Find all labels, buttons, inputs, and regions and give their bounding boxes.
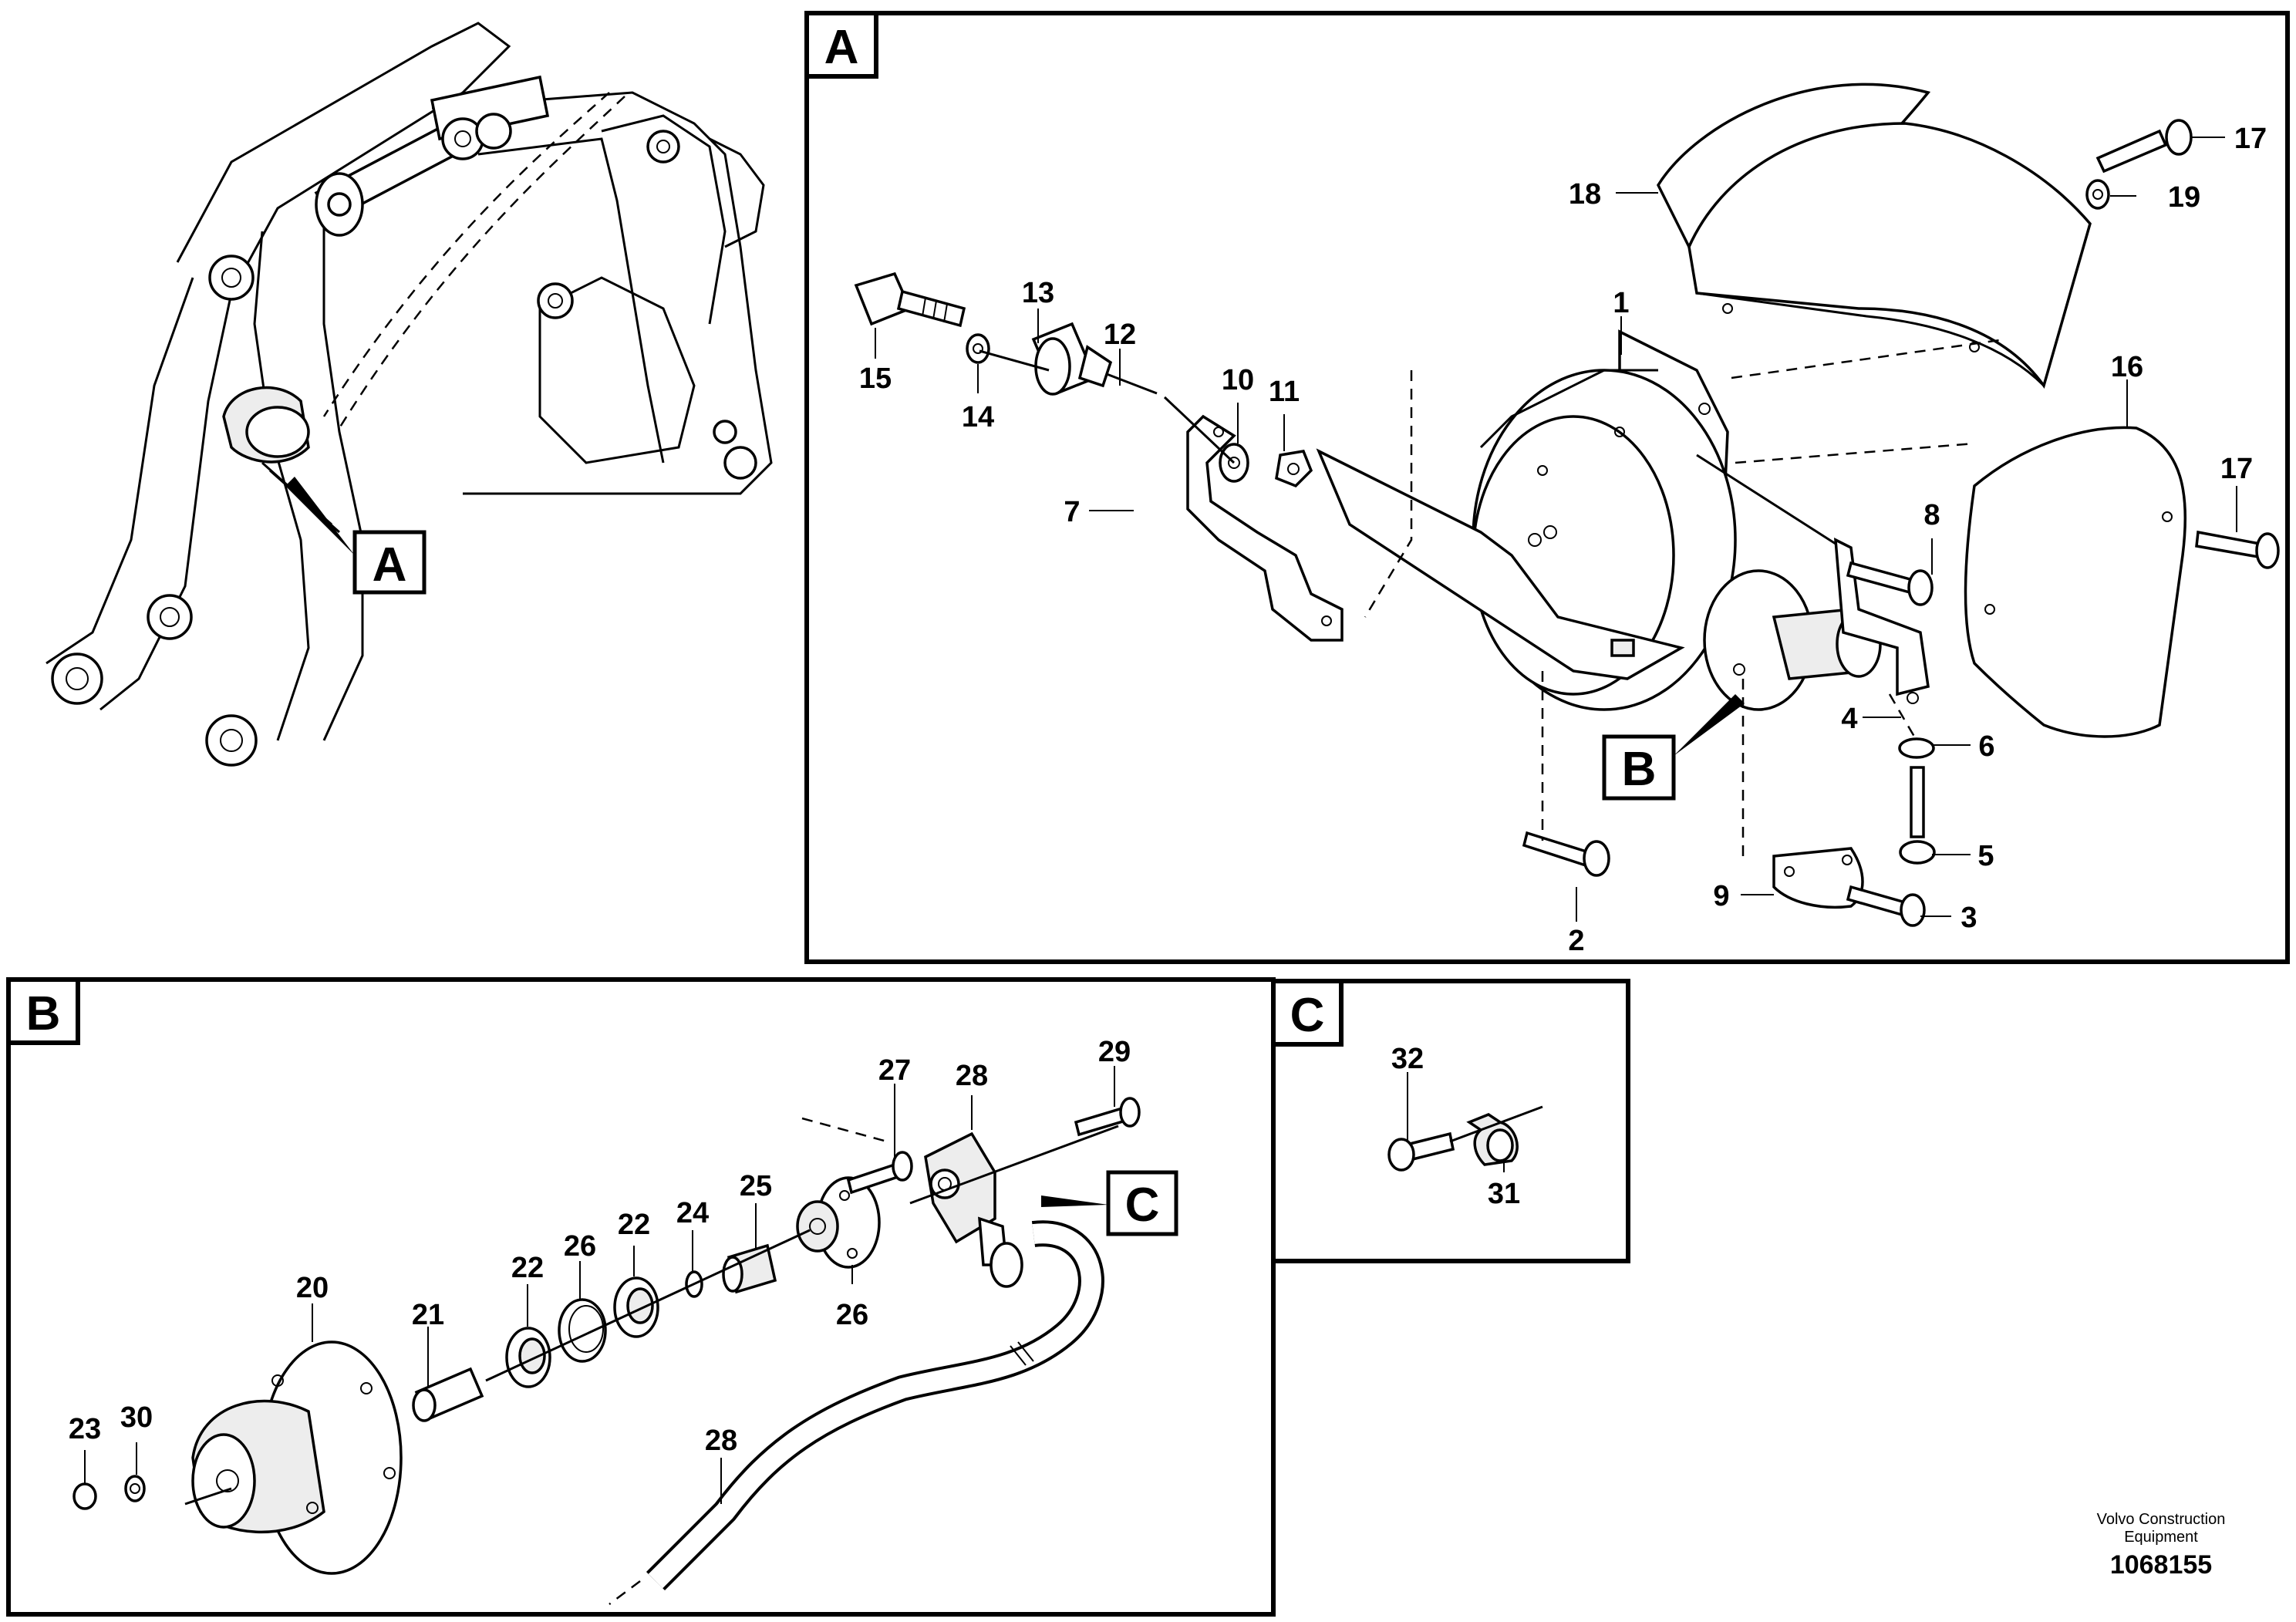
label-27: 27 — [878, 1054, 911, 1087]
overview-callout-label: A — [373, 538, 407, 592]
overview-callout-a[interactable]: A — [285, 477, 426, 595]
label-21: 21 — [412, 1299, 444, 1331]
label-23: 23 — [69, 1413, 101, 1445]
panel-b-labels: 20 21 22 22 23 24 25 26 26 27 28 28 29 3… — [69, 1036, 1131, 1504]
footer-company-line1: Volvo Construction — [2097, 1511, 2226, 1528]
label-17-right: 17 — [2220, 453, 2253, 485]
label-20: 20 — [296, 1272, 329, 1304]
label-10: 10 — [1222, 364, 1254, 396]
label-26b: 26 — [836, 1299, 868, 1331]
panel-c-frame — [1271, 979, 1630, 1263]
label-28-bottom: 28 — [705, 1425, 737, 1457]
label-8: 8 — [1923, 499, 1940, 531]
label-9: 9 — [1713, 880, 1729, 912]
label-12: 12 — [1104, 319, 1136, 351]
label-26a: 26 — [564, 1230, 596, 1263]
label-18: 18 — [1569, 178, 1601, 211]
footer-company-line2: Equipment — [2124, 1529, 2198, 1546]
svg-text:B: B — [1622, 743, 1657, 796]
svg-text:A: A — [824, 21, 859, 74]
label-5: 5 — [1977, 840, 1994, 872]
label-2: 2 — [1568, 925, 1584, 957]
label-16: 16 — [2111, 351, 2143, 383]
panel-c-badge: C — [1271, 979, 1344, 1047]
panel-a-parts — [854, 83, 2280, 927]
panel-c-parts — [1387, 1105, 1543, 1172]
label-17-top: 17 — [2234, 123, 2267, 155]
panel-a-labels: 1 2 3 4 5 6 7 8 9 10 11 12 13 14 15 16 1… — [859, 123, 2267, 957]
svg-text:B: B — [26, 987, 61, 1040]
panel-b-frame — [6, 977, 1276, 1617]
svg-text:C: C — [1290, 989, 1325, 1042]
label-32: 32 — [1391, 1043, 1424, 1075]
footer-drawing-number: 1068155 — [2110, 1550, 2212, 1580]
label-31: 31 — [1488, 1178, 1520, 1210]
label-22b: 22 — [618, 1209, 650, 1241]
panel-c-labels: 32 31 — [1391, 1043, 1520, 1210]
label-15: 15 — [859, 363, 892, 395]
label-11: 11 — [1269, 376, 1300, 408]
svg-text:C: C — [1125, 1179, 1160, 1232]
label-6: 6 — [1978, 730, 1994, 763]
label-7: 7 — [1064, 496, 1080, 528]
label-14: 14 — [962, 401, 994, 433]
drawing-footer: Volvo Construction Equipment 1068155 — [2097, 1511, 2226, 1580]
panel-a-frame — [804, 11, 2290, 964]
label-28-top: 28 — [956, 1060, 988, 1092]
label-3: 3 — [1961, 902, 1977, 934]
label-25: 25 — [740, 1170, 772, 1202]
label-24: 24 — [676, 1197, 709, 1229]
overview-machine — [46, 22, 773, 767]
label-1: 1 — [1613, 287, 1629, 319]
callout-b[interactable]: B — [1602, 694, 1745, 801]
label-22a: 22 — [511, 1252, 544, 1284]
callout-c[interactable]: C — [1041, 1170, 1178, 1236]
label-19: 19 — [2168, 181, 2200, 214]
label-4: 4 — [1841, 703, 1857, 735]
panel-b-badge: B — [6, 977, 80, 1045]
label-30: 30 — [120, 1401, 153, 1434]
label-13: 13 — [1022, 277, 1054, 309]
label-29: 29 — [1098, 1036, 1131, 1068]
panel-a-badge: A — [804, 11, 878, 79]
panel-b-parts — [72, 1097, 1141, 1605]
